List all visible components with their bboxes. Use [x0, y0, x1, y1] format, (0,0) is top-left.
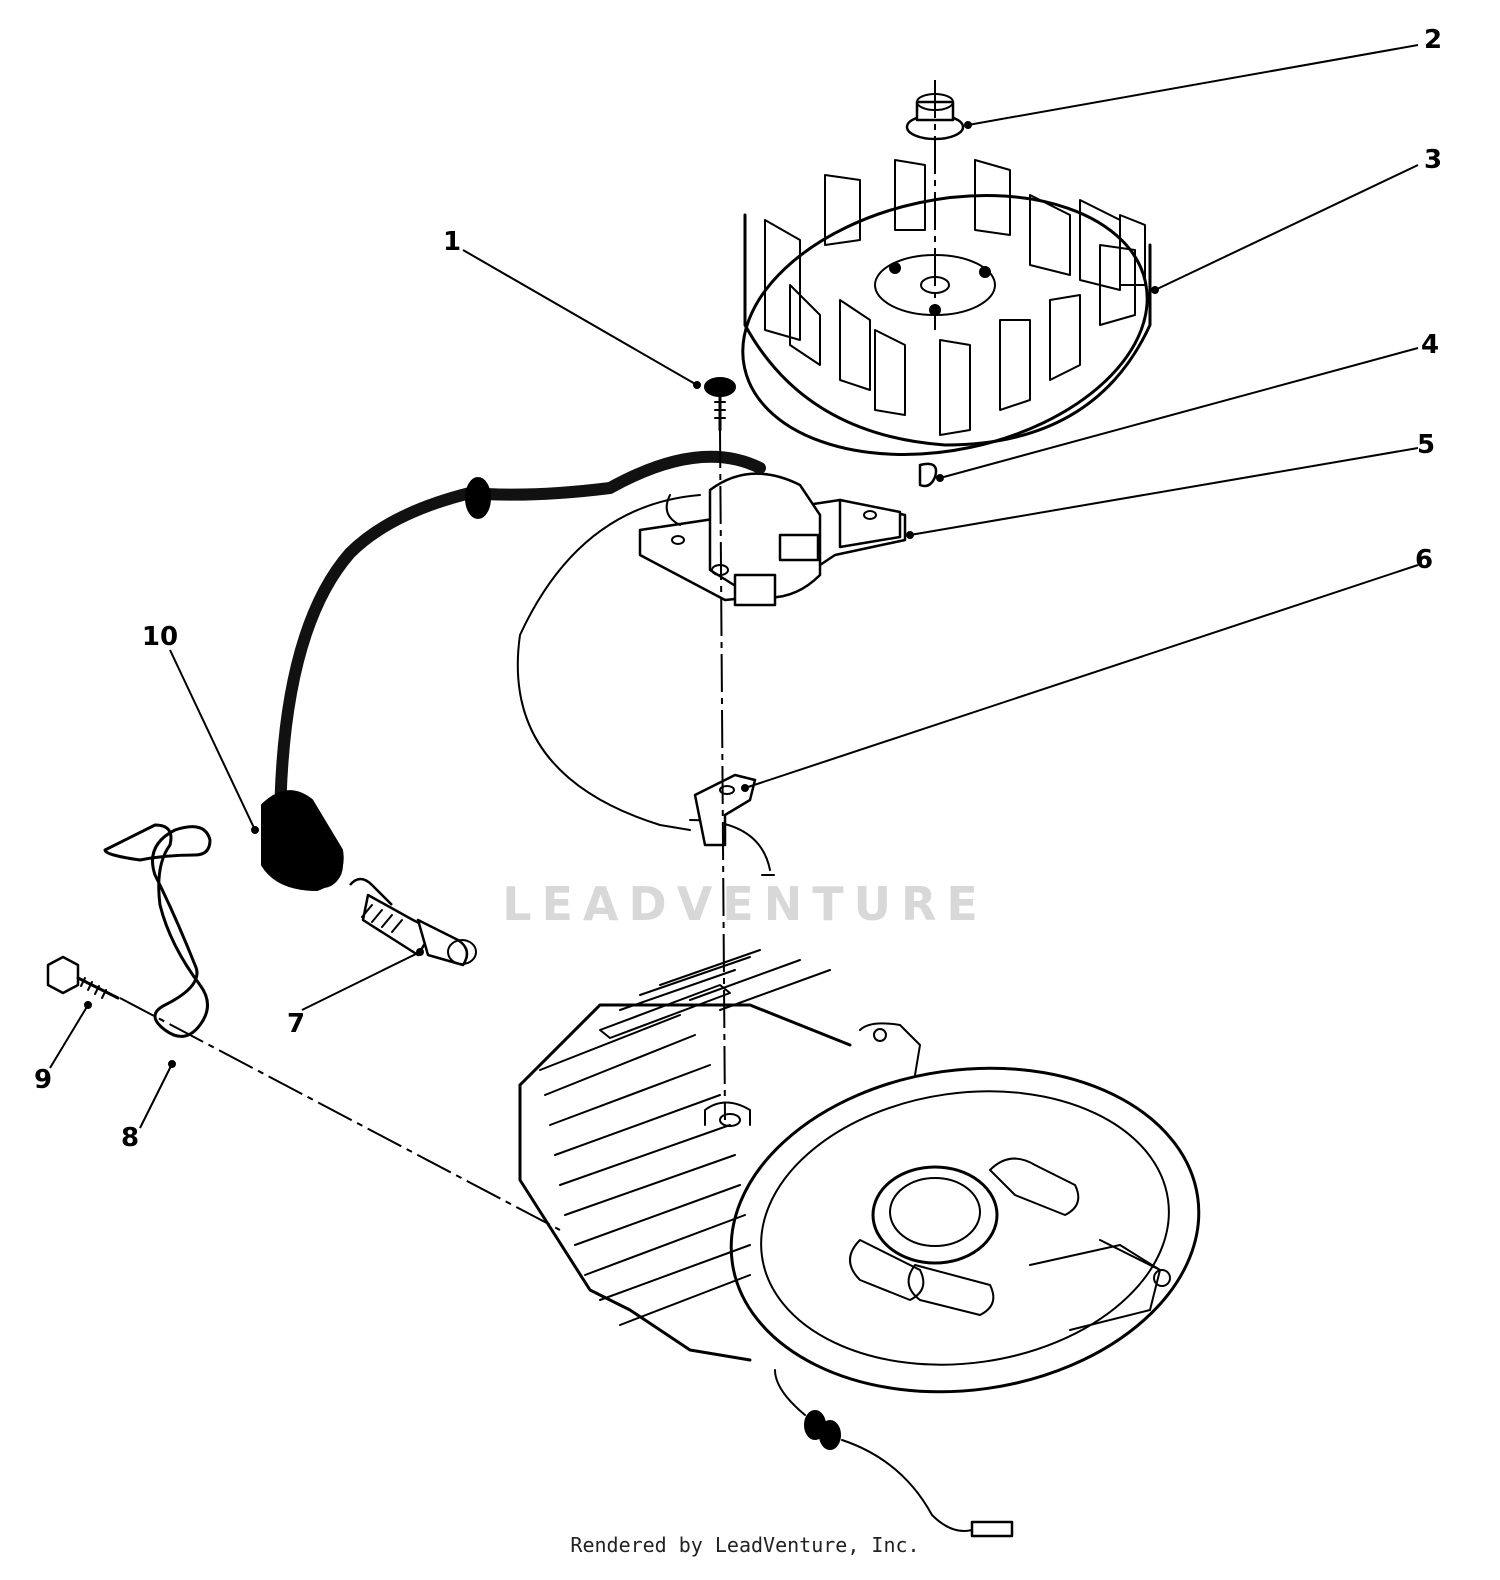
mounting-screw [704, 377, 736, 432]
callout-2: 2 [1423, 25, 1443, 55]
callout-3: 3 [1423, 145, 1443, 175]
watermark: LEADVENTURE [502, 877, 988, 931]
stop-wire [103, 823, 212, 1038]
flywheel-key [918, 462, 938, 488]
spark-plug [349, 877, 477, 967]
callout-10: 10 [141, 622, 179, 652]
callout-9: 9 [33, 1065, 53, 1095]
ground-wire [516, 494, 701, 831]
callout-8: 8 [120, 1123, 140, 1153]
center-axis-bolt [119, 997, 561, 1231]
callout-6: 6 [1414, 545, 1434, 575]
bolt [46, 955, 120, 1000]
center-axis-module [719, 429, 726, 1121]
ignition-module [638, 472, 907, 607]
leader-lines [49, 44, 1419, 1129]
ground-terminal [693, 773, 757, 847]
flywheel [741, 159, 1152, 456]
callout-4: 4 [1420, 330, 1440, 360]
callout-7: 7 [286, 1009, 306, 1039]
spark-plug-lead [261, 450, 766, 892]
callout-5: 5 [1416, 430, 1436, 460]
footer-credit: Rendered by LeadVenture, Inc. [570, 1533, 920, 1557]
engine-block [518, 949, 1201, 1394]
callout-1: 1 [442, 227, 462, 257]
harness-connector [774, 1369, 1014, 1538]
